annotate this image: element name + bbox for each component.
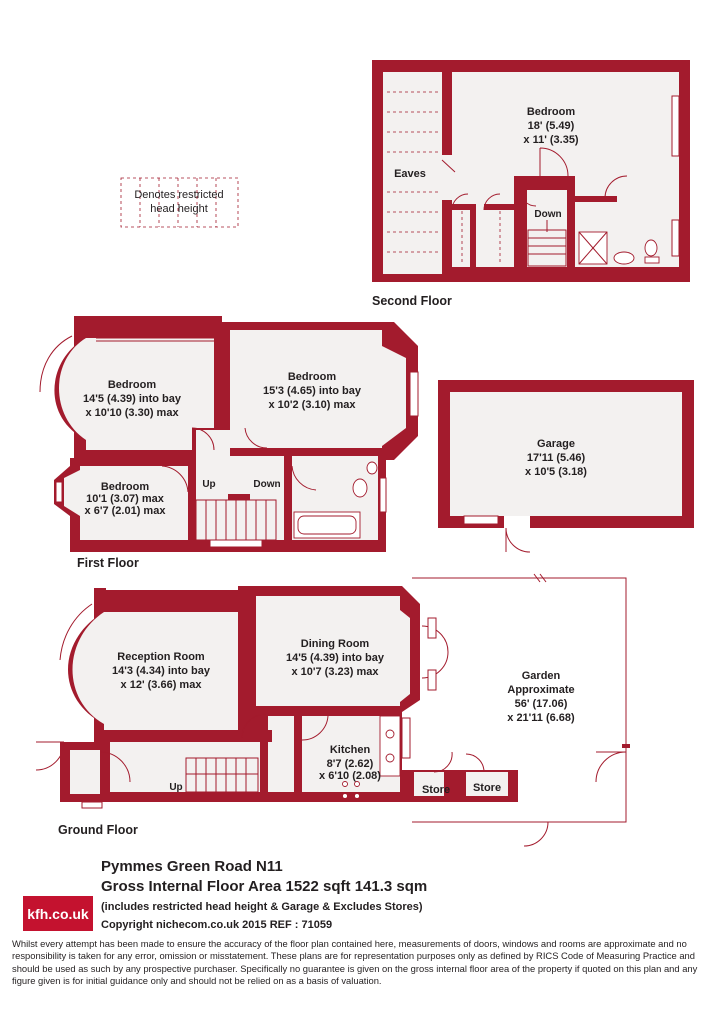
ff-bedroom3-dim2: x 6'7 (2.01) max [85, 505, 167, 517]
sf-bedroom-dim2: x 11' (3.35) [523, 134, 579, 146]
ground-floor-label: Ground Floor [58, 823, 138, 837]
disclaimer-text: Whilst every attempt has been made to en… [12, 938, 698, 986]
reception-dim2: x 12' (3.66) max [121, 679, 203, 691]
reception-name: Reception Room [117, 651, 205, 663]
legend-line-1: Denotes restricted [134, 189, 223, 201]
garden-dim2: x 21'11 (6.68) [507, 712, 575, 724]
ff-bedroom2-name: Bedroom [288, 371, 337, 383]
ff-down-label: Down [253, 479, 280, 490]
ground-floor-plan: Reception Room 14'3 (4.34) into bay x 12… [35, 573, 630, 847]
ff-bedroom2-dim2: x 10'2 (3.10) max [268, 399, 356, 411]
gross-floor-area: Gross Internal Floor Area 1522 sqft 141.… [101, 878, 428, 895]
dining-dim2: x 10'7 (3.23) max [291, 666, 379, 678]
ff-bedroom2-dim1: 15'3 (4.65) into bay [263, 385, 362, 397]
reception-dim1: 14'3 (4.34) into bay [112, 665, 211, 677]
kitchen-dim1: 8'7 (2.62) [327, 758, 374, 770]
kfh-logo: kfh.co.uk [23, 896, 93, 931]
garage-dim2: x 10'5 (3.18) [525, 466, 587, 478]
sf-bedroom-dim1: 18' (5.49) [528, 120, 575, 132]
kitchen-dim2: x 6'10 (2.08) [319, 770, 381, 782]
floor-plan: Denotes restricted head height [35, 60, 694, 847]
garage-name: Garage [537, 438, 575, 450]
garage-dim1: 17'11 (5.46) [527, 452, 586, 464]
dining-dim1: 14'5 (4.39) into bay [286, 652, 385, 664]
first-floor-label: First Floor [77, 556, 139, 570]
garden-dim1: 56' (17.06) [515, 698, 568, 710]
property-address: Pymmes Green Road N11 [101, 858, 283, 875]
copyright-ref: Copyright nichecom.co.uk 2015 REF : 7105… [101, 919, 333, 931]
ff-bedroom1-dim1: 14'5 (4.39) into bay [83, 393, 182, 405]
ff-up-label: Up [202, 479, 215, 490]
ff-bedroom1-dim2: x 10'10 (3.30) max [85, 407, 179, 419]
store1-label: Store [422, 784, 450, 796]
kitchen-name: Kitchen [330, 744, 371, 756]
ff-bedroom3-dim1: 10'1 (3.07) max [86, 493, 165, 505]
first-floor-plan: Bedroom 14'5 (4.39) into bay x 10'10 (3.… [39, 316, 419, 570]
legend-line-2: head height [150, 203, 208, 215]
area-includes-note: (includes restricted head height & Garag… [101, 901, 423, 913]
sf-eaves-label: Eaves [394, 168, 426, 180]
garden-approx: Approximate [507, 684, 574, 696]
gf-up-label: Up [169, 782, 182, 793]
sf-down-label: Down [534, 209, 561, 220]
garden-name: Garden [522, 670, 561, 682]
ff-bedroom1-name: Bedroom [108, 379, 157, 391]
ff-bedroom3-name: Bedroom [101, 481, 150, 493]
second-floor-label: Second Floor [372, 294, 452, 308]
restricted-height-legend: Denotes restricted head height [120, 177, 239, 228]
sf-bedroom-name: Bedroom [527, 106, 576, 118]
store2-label: Store [473, 782, 501, 794]
dining-name: Dining Room [301, 638, 370, 650]
second-floor-plan: Bedroom 18' (5.49) x 11' (3.35) Eaves Do… [372, 60, 690, 308]
garage-plan: Garage 17'11 (5.46) x 10'5 (3.18) [438, 380, 694, 553]
